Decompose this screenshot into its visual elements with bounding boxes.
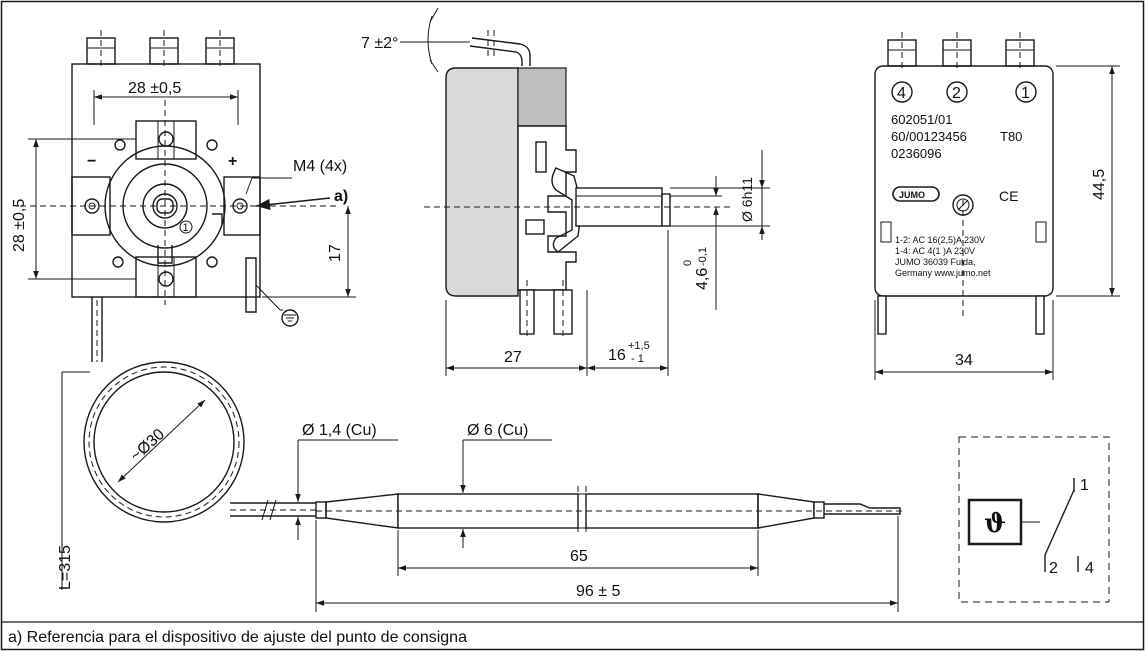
- schematic-frame: [958, 436, 1110, 603]
- plus-label: +: [228, 153, 237, 170]
- dim-shaft-flat: 4,6: [694, 268, 711, 290]
- back-view: 4 2 1 602051/01 60/00123456 T80 0236096 …: [874, 32, 1120, 380]
- dim-side-27: 27: [504, 349, 522, 366]
- dim-capillary-dia: Ø 1,4 (Cu): [302, 422, 377, 439]
- dim-coil-dia: ~Ø30: [127, 426, 168, 465]
- jumo-logo: [892, 186, 940, 202]
- dim-front-17: 17: [327, 244, 344, 262]
- dim-shaft-dia: Ø 6h11: [739, 177, 755, 222]
- back-label-line2: 60/00123456: [891, 129, 967, 144]
- pin-4: 4: [1085, 560, 1094, 577]
- footnote-text: a) Referencia para el dispositivo de aju…: [8, 629, 467, 646]
- back-terminal-1: 1: [1021, 85, 1030, 102]
- dim-back-445: 44,5: [1091, 169, 1108, 200]
- ce-mark: CE: [999, 188, 1018, 204]
- back-terminal-2: 2: [952, 85, 961, 102]
- back-body: [874, 65, 1054, 297]
- capillary-bulb: ~Ø30 L=315 Ø 1,4 (Cu) Ø 6 (Cu): [57, 300, 905, 612]
- dim-shaft-flat-upper: 0: [682, 260, 694, 266]
- thread-callout: M4 (4x): [293, 158, 347, 175]
- side-housing: [445, 67, 519, 297]
- front-circle-one: 1: [183, 222, 189, 234]
- back-label-line2b: T80: [1000, 129, 1022, 144]
- dim-bulb-dia: Ø 6 (Cu): [467, 422, 528, 439]
- dim-side-16: 16: [608, 347, 626, 364]
- back-terminal-4: 4: [897, 85, 906, 102]
- set-screw-icon: [952, 194, 974, 216]
- sensor-symbol-box: [967, 498, 1023, 546]
- capillary-coil: [83, 361, 245, 523]
- back-spec-2: 1-4: AC 4(1 )A 230V: [895, 246, 975, 256]
- ref-a-callout: a): [334, 188, 348, 205]
- pin-2: 2: [1049, 560, 1058, 577]
- theta-symbol: ϑ: [984, 509, 1006, 539]
- back-label-line3: 0236096: [891, 146, 942, 161]
- dim-bulb-65: 65: [570, 548, 588, 565]
- dim-side-16-lower: - 1: [631, 353, 644, 365]
- back-spec-4: Germany www.jumo.net: [895, 268, 991, 278]
- dim-front-width: 28 ±0,5: [128, 80, 181, 97]
- circuit-schematic: ϑ 1 2 4: [958, 436, 1110, 603]
- back-spec-1: 1-2: AC 16(2,5)A 230V: [895, 235, 985, 245]
- pin-1: 1: [1080, 477, 1089, 494]
- back-spec-3: JUMO 36039 Fulda,: [895, 257, 976, 267]
- dim-total-96: 96 ± 5: [576, 583, 620, 600]
- dim-side-16-upper: +1,5: [628, 340, 650, 352]
- dim-capillary-length: L=315: [57, 545, 74, 590]
- dim-angle: 7 ±2°: [361, 35, 398, 52]
- front-body: [71, 63, 261, 298]
- front-view: 1 − + 28 ±0,5 28 ±0,5 17 M4 (4x) a): [11, 30, 356, 340]
- dim-back-34: 34: [955, 352, 973, 369]
- back-label-line1: 602051/01: [891, 112, 952, 127]
- dim-front-height: 28 ±0,5: [11, 199, 28, 252]
- dim-shaft-flat-lower: -0,1: [697, 247, 709, 266]
- minus-label: −: [87, 153, 96, 170]
- side-view: 7 ±2° Ø 6h11 4,6: [361, 7, 770, 376]
- front-terminals: [86, 30, 235, 66]
- jumo-logo-text: JUMO: [899, 190, 925, 200]
